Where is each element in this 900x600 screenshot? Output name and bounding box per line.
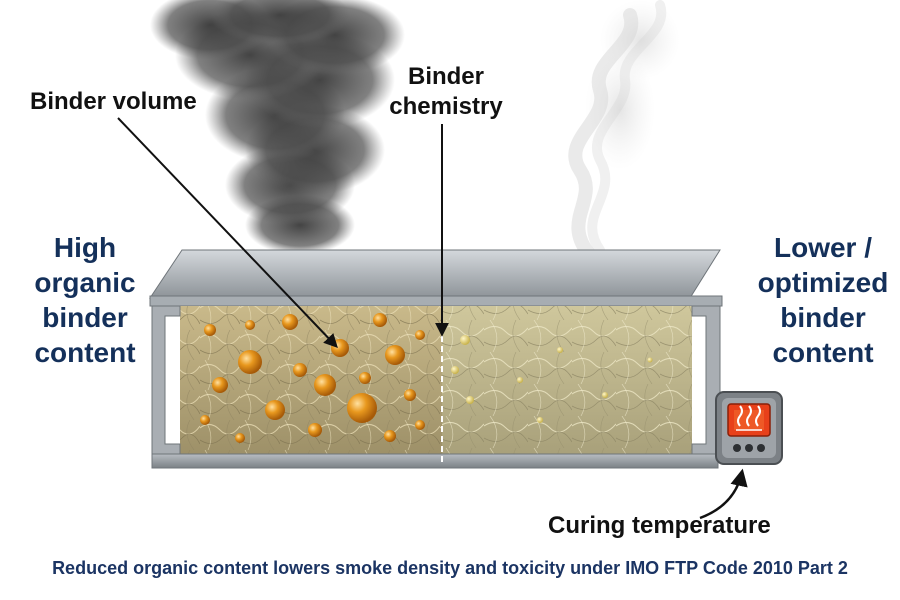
low-binder-label-line: optimized bbox=[757, 267, 889, 298]
curing-temperature-callout: Curing temperature bbox=[548, 512, 771, 539]
low-binder-label-line: content bbox=[772, 337, 874, 368]
high-binder-label-line: organic bbox=[34, 267, 136, 298]
dense-smoke-plume bbox=[150, 0, 405, 255]
bottom-steel-sheet bbox=[151, 453, 719, 469]
top-steel-sheet bbox=[149, 249, 721, 299]
binder-chemistry-line: Binder bbox=[407, 63, 484, 90]
diagram-caption: Reduced organic content lowers smoke den… bbox=[52, 558, 848, 578]
low-binder-label: Lower / optimized binder content bbox=[738, 230, 900, 370]
binder-chemistry-line: chemistry bbox=[389, 93, 503, 120]
curing-temperature-pointer bbox=[699, 468, 748, 520]
binder-chemistry-callout: Binder chemistry bbox=[386, 62, 506, 122]
oven-heat-icon bbox=[715, 391, 783, 465]
high-binder-label-line: High bbox=[53, 232, 117, 263]
low-binder-label-line: binder bbox=[780, 302, 866, 333]
light-smoke-wisp bbox=[568, 0, 680, 262]
right-edge-channel bbox=[691, 305, 721, 455]
binder-droplets-low bbox=[451, 335, 653, 423]
high-binder-label: High organic binder content bbox=[0, 230, 170, 370]
binder-volume-pointer bbox=[117, 117, 338, 349]
sandwich-panel bbox=[149, 249, 723, 469]
left-edge-channel bbox=[151, 305, 181, 455]
high-binder-label-line: binder bbox=[42, 302, 128, 333]
binder-droplets-high bbox=[200, 313, 425, 443]
low-binder-label-line: Lower / bbox=[773, 232, 872, 263]
high-binder-label-line: content bbox=[34, 337, 136, 368]
binder-volume-callout: Binder volume bbox=[30, 88, 197, 115]
